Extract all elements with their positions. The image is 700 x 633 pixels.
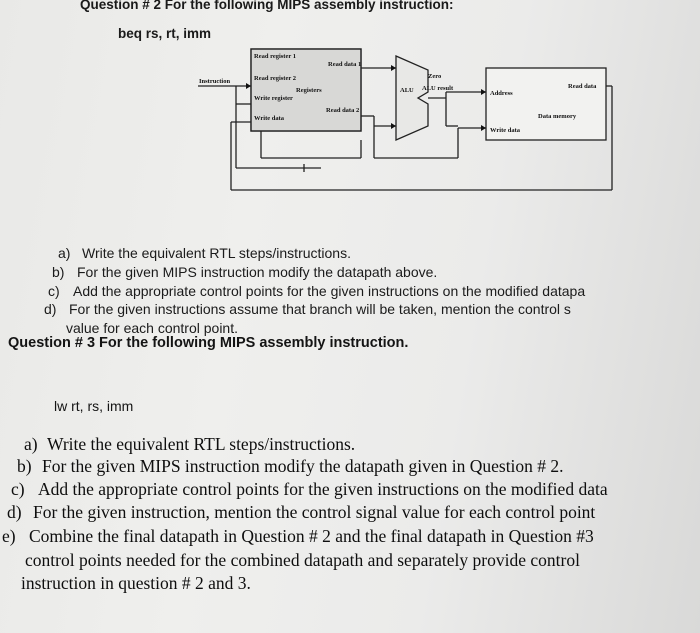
q2-item-a-label: a) bbox=[58, 245, 71, 261]
q3-item-e-continuation-2-text: instruction in question # 2 and 3. bbox=[21, 573, 251, 593]
q3-item-d-text: For the given instruction, mention the c… bbox=[33, 502, 596, 522]
q2-item-b-text: For the given MIPS instruction modify th… bbox=[77, 264, 438, 280]
q3-item-b-text: For the given MIPS instruction modify th… bbox=[42, 456, 564, 476]
q3-item-b-label: b) bbox=[17, 456, 32, 476]
question-3-instruction: lw rt, rs, imm bbox=[54, 398, 134, 414]
q3-item-c-label: c) bbox=[11, 479, 25, 499]
q3-item-a-label: a) bbox=[24, 434, 38, 454]
question-2-title: Question # 2 For the following MIPS asse… bbox=[80, 0, 454, 12]
question-3-title: Question # 3 For the following MIPS asse… bbox=[8, 335, 409, 351]
write-register-label: Write register bbox=[254, 95, 293, 102]
q3-item-e-continuation-1-text: control points needed for the combined d… bbox=[25, 550, 580, 570]
q2-item-d-label: d) bbox=[44, 301, 57, 317]
q3-item-d-label: d) bbox=[7, 502, 22, 522]
memory-write-data-label: Write data bbox=[490, 127, 521, 134]
q2-item-a-text: Write the equivalent RTL steps/instructi… bbox=[82, 245, 351, 261]
datapath-diagram: Instruction Read register 1 Read registe… bbox=[198, 48, 613, 191]
read-data-2-label: Read data 2 bbox=[326, 107, 359, 114]
alu-shape bbox=[395, 55, 429, 141]
registers-label: Registers bbox=[296, 87, 322, 94]
q2-item-d-continuation-text: value for each control point. bbox=[66, 320, 238, 336]
address-label: Address bbox=[490, 90, 513, 97]
data-memory-label: Data memory bbox=[538, 113, 577, 120]
zero-label: Zero bbox=[428, 73, 441, 80]
read-register-2-label: Read register 2 bbox=[254, 75, 296, 82]
q2-item-c-label: c) bbox=[48, 283, 60, 299]
q3-item-a-text: Write the equivalent RTL steps/instructi… bbox=[47, 434, 356, 454]
data-memory-box bbox=[485, 67, 607, 141]
q2-item-b-label: b) bbox=[52, 264, 65, 280]
read-data-1-label: Read data 1 bbox=[328, 61, 361, 68]
read-register-1-label: Read register 1 bbox=[254, 53, 296, 60]
q3-item-e-label: e) bbox=[2, 526, 16, 546]
alu-label: ALU bbox=[400, 87, 414, 94]
q3-item-e-text: Combine the final datapath in Question #… bbox=[29, 526, 594, 546]
memory-read-data-label: Read data bbox=[568, 83, 597, 90]
q2-item-c-text: Add the appropriate control points for t… bbox=[73, 283, 586, 299]
alu-result-label: ALU result bbox=[422, 85, 454, 92]
q2-item-d-text: For the given instructions assume that b… bbox=[69, 301, 571, 317]
q3-item-c-text: Add the appropriate control points for t… bbox=[38, 479, 608, 499]
write-data-label: Write data bbox=[254, 115, 285, 122]
instruction-label: Instruction bbox=[199, 78, 230, 85]
question-2-instruction: beq rs, rt, imm bbox=[118, 26, 212, 41]
